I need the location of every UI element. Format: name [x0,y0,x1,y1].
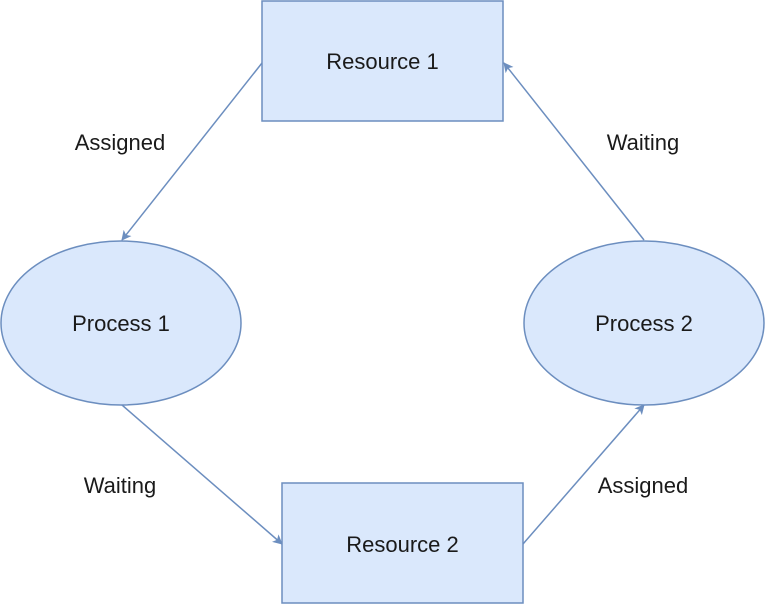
edge-resource2-to-process2[interactable] [522,404,645,545]
edge-label-waiting-1: Waiting [84,473,157,498]
process-1-label: Process 1 [72,311,170,336]
resource-1-label: Resource 1 [326,49,439,74]
process-2-ellipse[interactable] [523,240,765,406]
edge-resource1-to-process1[interactable] [121,62,263,241]
node-resource-1[interactable]: Resource 1 [261,0,504,122]
node-process-2[interactable]: Process 2 [523,240,765,406]
process-2-label: Process 2 [595,311,693,336]
resource-2-box[interactable] [281,482,524,604]
resource-2-label: Resource 2 [346,532,459,557]
edge-label-assigned-2: Assigned [598,473,689,498]
edge-label-assigned-1: Assigned [75,130,166,155]
node-resource-2[interactable]: Resource 2 [281,482,524,604]
edges [121,62,645,545]
edge-process1-to-resource2[interactable] [121,404,283,545]
node-process-1[interactable]: Process 1 [0,240,242,406]
edge-label-waiting-2: Waiting [607,130,680,155]
resource-1-box[interactable] [261,0,504,122]
edge-labels: Assigned Waiting Assigned Waiting [75,130,689,498]
edge-process2-to-resource1[interactable] [503,62,645,241]
process-1-ellipse[interactable] [0,240,242,406]
